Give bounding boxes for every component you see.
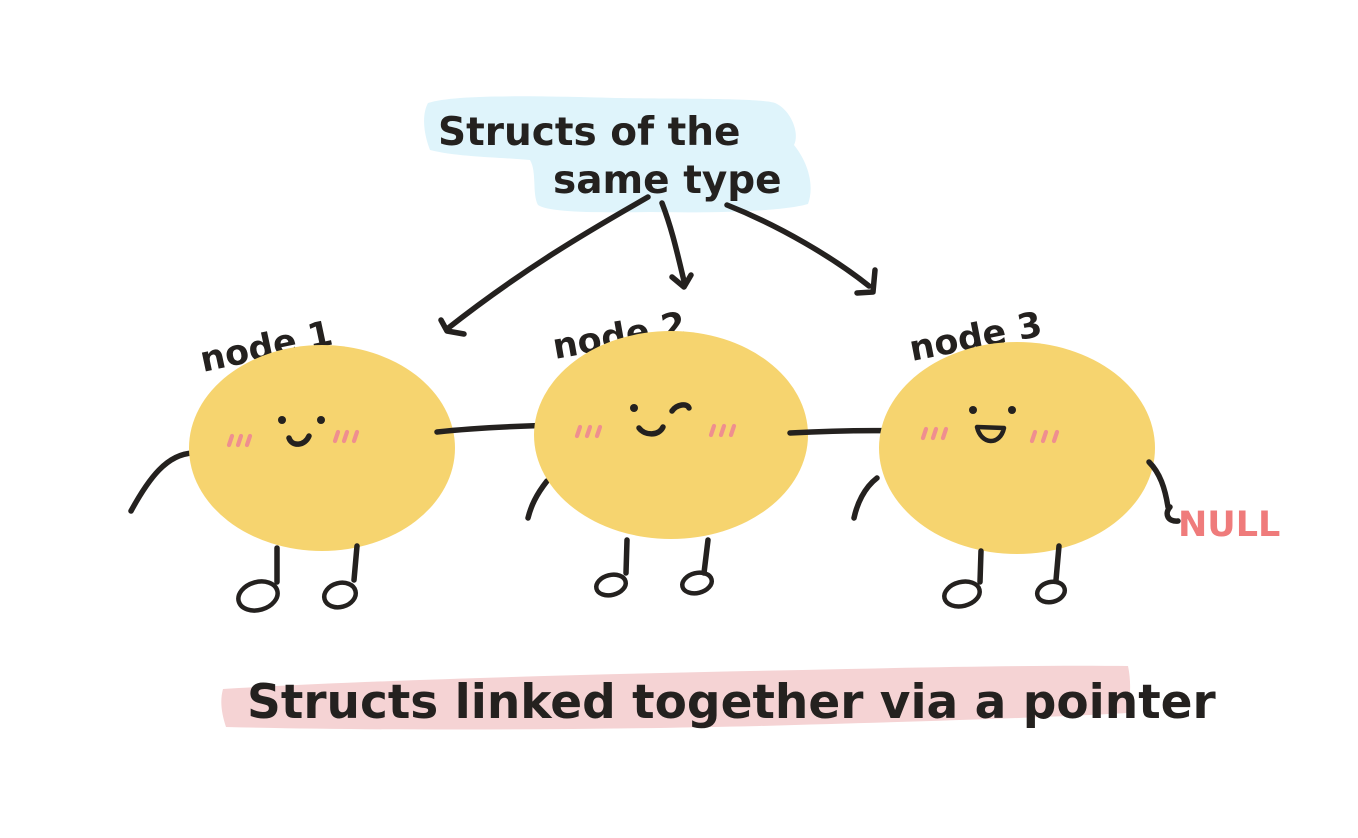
node-1-smile: [286, 433, 312, 447]
caption-text: Structs linked together via a pointer: [247, 675, 1217, 730]
node-3-left-arm: [851, 475, 880, 521]
node-3-right-blush: [1029, 429, 1060, 444]
node-2-body: [534, 331, 808, 539]
header-note-line2: same type: [553, 158, 782, 203]
node-3-left-eye: [969, 406, 977, 414]
node-2-winking-eye: [669, 402, 692, 414]
arrow-to-node-1-head: [438, 317, 467, 337]
node-3-left-foot: [942, 579, 982, 609]
node-1-right-eye: [317, 416, 325, 424]
node-3-right-foot: [1034, 579, 1068, 605]
node-1-left-blush: [226, 433, 253, 448]
node-1-body: [189, 345, 455, 551]
arrow-to-node-1: [444, 194, 651, 332]
node-2-smile: [636, 424, 666, 437]
node-2-right-foot: [679, 570, 715, 596]
node-1-right-blush: [332, 429, 360, 444]
arrow-to-node-2: [659, 200, 687, 284]
node-1-right-leg: [351, 543, 360, 583]
node-3-left-leg: [977, 548, 984, 585]
header-note-line1: Structs of the: [438, 110, 740, 155]
node-1-right-foot: [321, 580, 359, 610]
arrow-to-node-3: [724, 202, 872, 289]
node-2-right-blush: [708, 423, 737, 438]
node-3-hand-to-null: [1164, 504, 1181, 524]
node-2-left-eye: [630, 404, 638, 412]
header-note-highlight: [424, 96, 811, 213]
node-3-right-eye: [1008, 406, 1016, 414]
node-1-left-eye: [278, 416, 286, 424]
arrow-to-node-2-head: [669, 272, 694, 290]
node-2-left-foot: [593, 572, 629, 598]
node-3-open-smile: [974, 424, 1007, 444]
node-3: [851, 342, 1181, 609]
null-terminal: NULL: [1178, 505, 1280, 545]
caption-highlight: [221, 665, 1131, 730]
arrow-to-node-3-head: [854, 267, 878, 296]
node-2-left-arm: [525, 478, 550, 521]
node-3-right-leg: [1053, 543, 1062, 583]
node-2-left-leg: [623, 537, 630, 576]
node-3-left-blush: [920, 426, 949, 441]
node-2: [525, 331, 808, 598]
node-3-body: [879, 342, 1155, 554]
node-1-left-foot: [236, 579, 280, 613]
type-pointer-arrows: [438, 194, 878, 337]
node-1-left-arm: [128, 450, 196, 514]
node-1: [128, 345, 455, 613]
node-2-left-blush: [574, 424, 603, 439]
node-3-right-arm-to-null: [1146, 459, 1171, 510]
node-2-right-leg: [701, 537, 711, 576]
